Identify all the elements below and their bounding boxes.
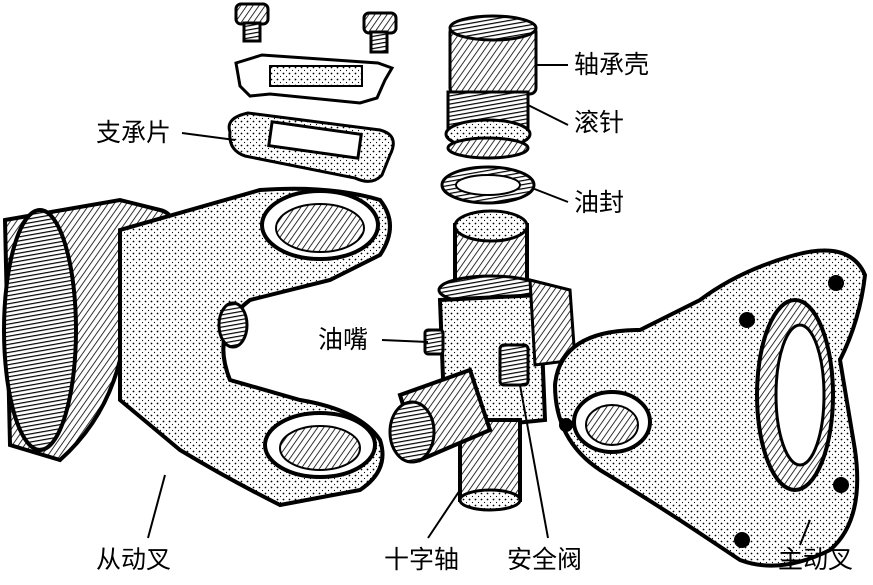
label-grease-fitting: 油嘴: [318, 325, 369, 354]
safety-valve: [498, 343, 530, 387]
label-cross-shaft: 十字轴: [384, 545, 460, 574]
driving-yoke: [552, 248, 868, 568]
label-needle-rollers: 滚针: [574, 108, 625, 137]
leader-cross-shaft: [427, 489, 461, 539]
leader-safety-valve: [519, 384, 549, 539]
leader-driven-yoke: [147, 474, 166, 539]
cross-shaft: [388, 209, 577, 512]
screw-left: [234, 2, 270, 43]
needle-rollers: [444, 90, 532, 160]
leader-support-plate: [181, 132, 236, 141]
label-oil-seal: 油封: [574, 188, 625, 217]
label-driven-yoke: 从动叉: [96, 545, 172, 574]
label-driving-yoke: 主动叉: [778, 545, 854, 574]
screw-right: [362, 11, 398, 54]
bearing-cup: [448, 14, 538, 96]
oil-seal-ring: [440, 165, 536, 205]
label-support-plate: 支承片: [96, 118, 172, 147]
driven-yoke: [2, 186, 392, 508]
leader-grease-fitting: [381, 339, 429, 343]
label-bearing-cup: 轴承壳: [574, 50, 650, 79]
leader-oil-seal: [531, 187, 569, 203]
leader-driving-yoke: [799, 519, 811, 546]
label-safety-valve: 安全阀: [507, 545, 583, 574]
leader-needle-rollers: [527, 104, 569, 126]
